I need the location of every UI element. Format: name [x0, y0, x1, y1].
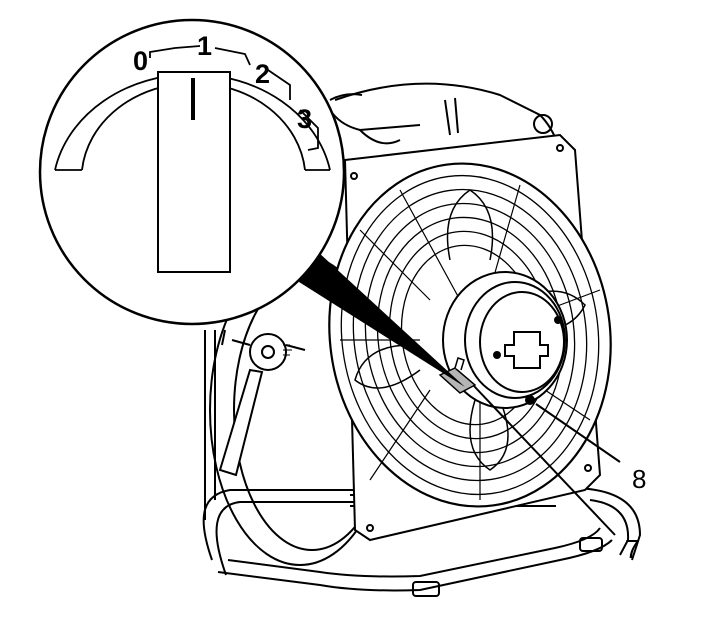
dial-magnifier: 0 1 2 3 — [38, 18, 346, 326]
magnifier-pointer — [288, 252, 465, 387]
callout-7-label: 7 — [625, 534, 639, 564]
callout-lines — [473, 385, 621, 536]
dial-position-2: 2 — [255, 59, 270, 89]
dial-position-3: 3 — [297, 104, 312, 134]
dial-position-0: 0 — [133, 46, 148, 76]
side-knob — [218, 329, 306, 477]
dial-position-1: 1 — [197, 31, 212, 61]
callout-8-label: 8 — [632, 464, 646, 494]
motor-hub — [442, 271, 568, 409]
